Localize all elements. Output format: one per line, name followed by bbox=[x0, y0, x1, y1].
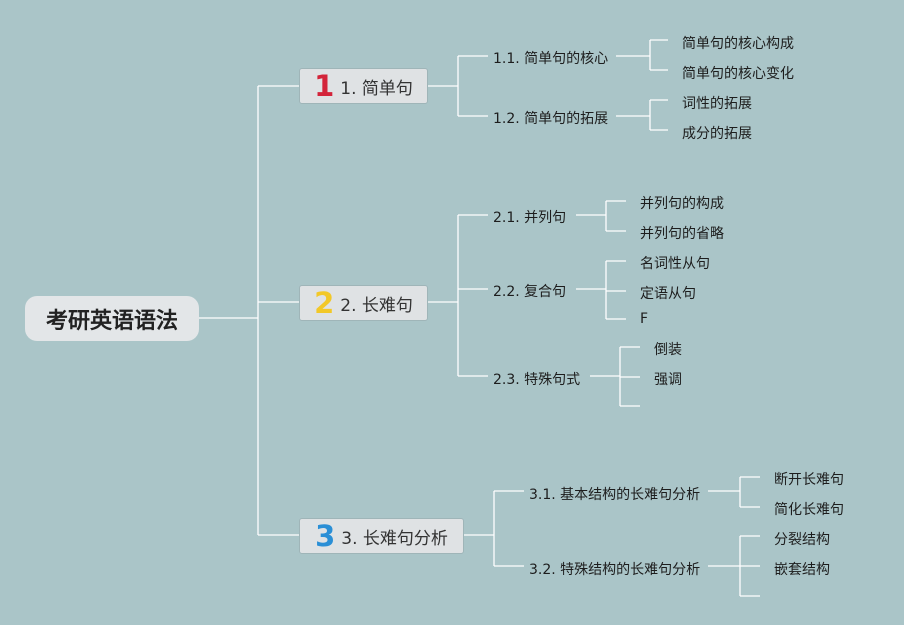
leaf-node[interactable]: 断开长难句 bbox=[774, 472, 844, 488]
leaf-node[interactable]: F bbox=[640, 311, 649, 327]
leaf-node[interactable]: 分裂结构 bbox=[774, 532, 830, 548]
number-one-icon: 1 bbox=[314, 68, 335, 103]
leaf-node[interactable]: 嵌套结构 bbox=[774, 562, 830, 578]
topic-label: 1. 简单句 bbox=[340, 78, 413, 99]
leaf-node[interactable]: 简单句的核心构成 bbox=[682, 36, 794, 52]
subtopic-3-2[interactable]: 3.2. 特殊结构的长难句分析 bbox=[529, 562, 701, 578]
leaf-node[interactable]: 简单句的核心变化 bbox=[682, 66, 794, 82]
leaf-node[interactable]: 词性的拓展 bbox=[682, 96, 752, 112]
subtopic-2-1[interactable]: 2.1. 并列句 bbox=[493, 210, 567, 226]
leaf-node[interactable]: 倒装 bbox=[654, 342, 682, 358]
leaf-node[interactable]: 强调 bbox=[654, 372, 682, 388]
subtopic-1-2[interactable]: 1.2. 简单句的拓展 bbox=[493, 111, 609, 127]
topic-label: 3. 长难句分析 bbox=[341, 528, 448, 549]
number-three-icon: 3 bbox=[315, 518, 336, 553]
leaf-node[interactable]: 成分的拓展 bbox=[682, 126, 752, 142]
topic-long-sentence-analysis[interactable]: 3 3. 长难句分析 bbox=[299, 518, 464, 554]
topic-long-sentence[interactable]: 2 2. 长难句 bbox=[299, 285, 428, 321]
number-two-icon: 2 bbox=[314, 285, 335, 320]
root-node[interactable]: 考研英语语法 bbox=[25, 296, 199, 341]
leaf-node[interactable]: 定语从句 bbox=[640, 286, 696, 302]
topic-simple-sentence[interactable]: 1 1. 简单句 bbox=[299, 68, 428, 104]
leaf-node[interactable]: 名词性从句 bbox=[640, 256, 710, 272]
subtopic-3-1[interactable]: 3.1. 基本结构的长难句分析 bbox=[529, 487, 701, 503]
subtopic-1-1[interactable]: 1.1. 简单句的核心 bbox=[493, 51, 609, 67]
root-label: 考研英语语法 bbox=[45, 308, 178, 334]
leaf-node[interactable]: 并列句的省略 bbox=[640, 226, 724, 242]
subtopic-2-3[interactable]: 2.3. 特殊句式 bbox=[493, 372, 581, 388]
topic-label: 2. 长难句 bbox=[340, 295, 413, 316]
leaf-node[interactable]: 并列句的构成 bbox=[640, 196, 724, 212]
subtopic-2-2[interactable]: 2.2. 复合句 bbox=[493, 284, 567, 300]
leaf-node[interactable]: 简化长难句 bbox=[774, 502, 844, 518]
